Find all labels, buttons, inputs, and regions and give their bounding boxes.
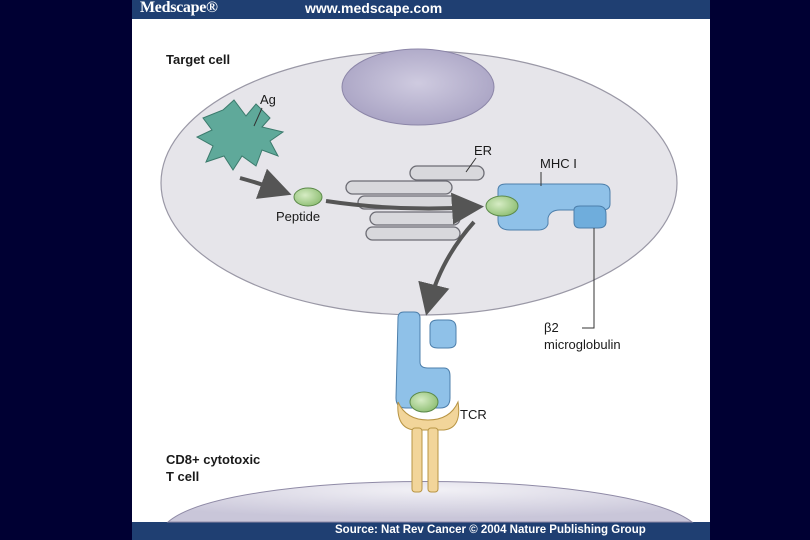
arrow-mhc-to-surface — [418, 220, 476, 316]
site-url: www.medscape.com — [305, 0, 443, 16]
b2-leader-line — [582, 228, 595, 329]
medscape-logo: Medscape® — [140, 0, 218, 16]
antigen — [195, 99, 285, 171]
source-credit: Source: Nat Rev Cancer © 2004 Nature Pub… — [335, 524, 646, 536]
footer-bar — [132, 522, 710, 540]
mhc-class-i — [497, 183, 611, 231]
endoplasmic-reticulum — [345, 165, 485, 241]
er-leader-line — [465, 157, 477, 173]
label-tcell-line2: T cell — [166, 469, 199, 484]
peptide-bound-mhc — [485, 195, 519, 217]
label-ag: Ag — [260, 92, 276, 107]
nucleus — [341, 48, 495, 126]
label-b2-line1: β2 — [544, 320, 559, 335]
peptide-free — [293, 187, 323, 207]
mhc-surface — [395, 311, 457, 409]
ag-leader-line — [253, 107, 263, 127]
arrow-antigen-to-peptide — [239, 168, 292, 199]
header-bar — [132, 0, 710, 19]
arrow-peptide-to-mhc — [325, 192, 484, 225]
label-tcr: TCR — [460, 407, 487, 422]
label-tcell-line1: CD8+ cytotoxic — [166, 452, 260, 467]
label-target-cell: Target cell — [166, 52, 230, 67]
label-mhc: MHC I — [540, 156, 577, 171]
t-cell-receptor — [397, 400, 460, 493]
label-b2-line2: microglobulin — [544, 337, 621, 352]
label-peptide: Peptide — [276, 209, 320, 224]
label-er: ER — [474, 143, 492, 158]
t-cell — [166, 481, 694, 523]
peptide-presented — [409, 391, 439, 413]
beta2-microglobulin — [573, 205, 607, 229]
